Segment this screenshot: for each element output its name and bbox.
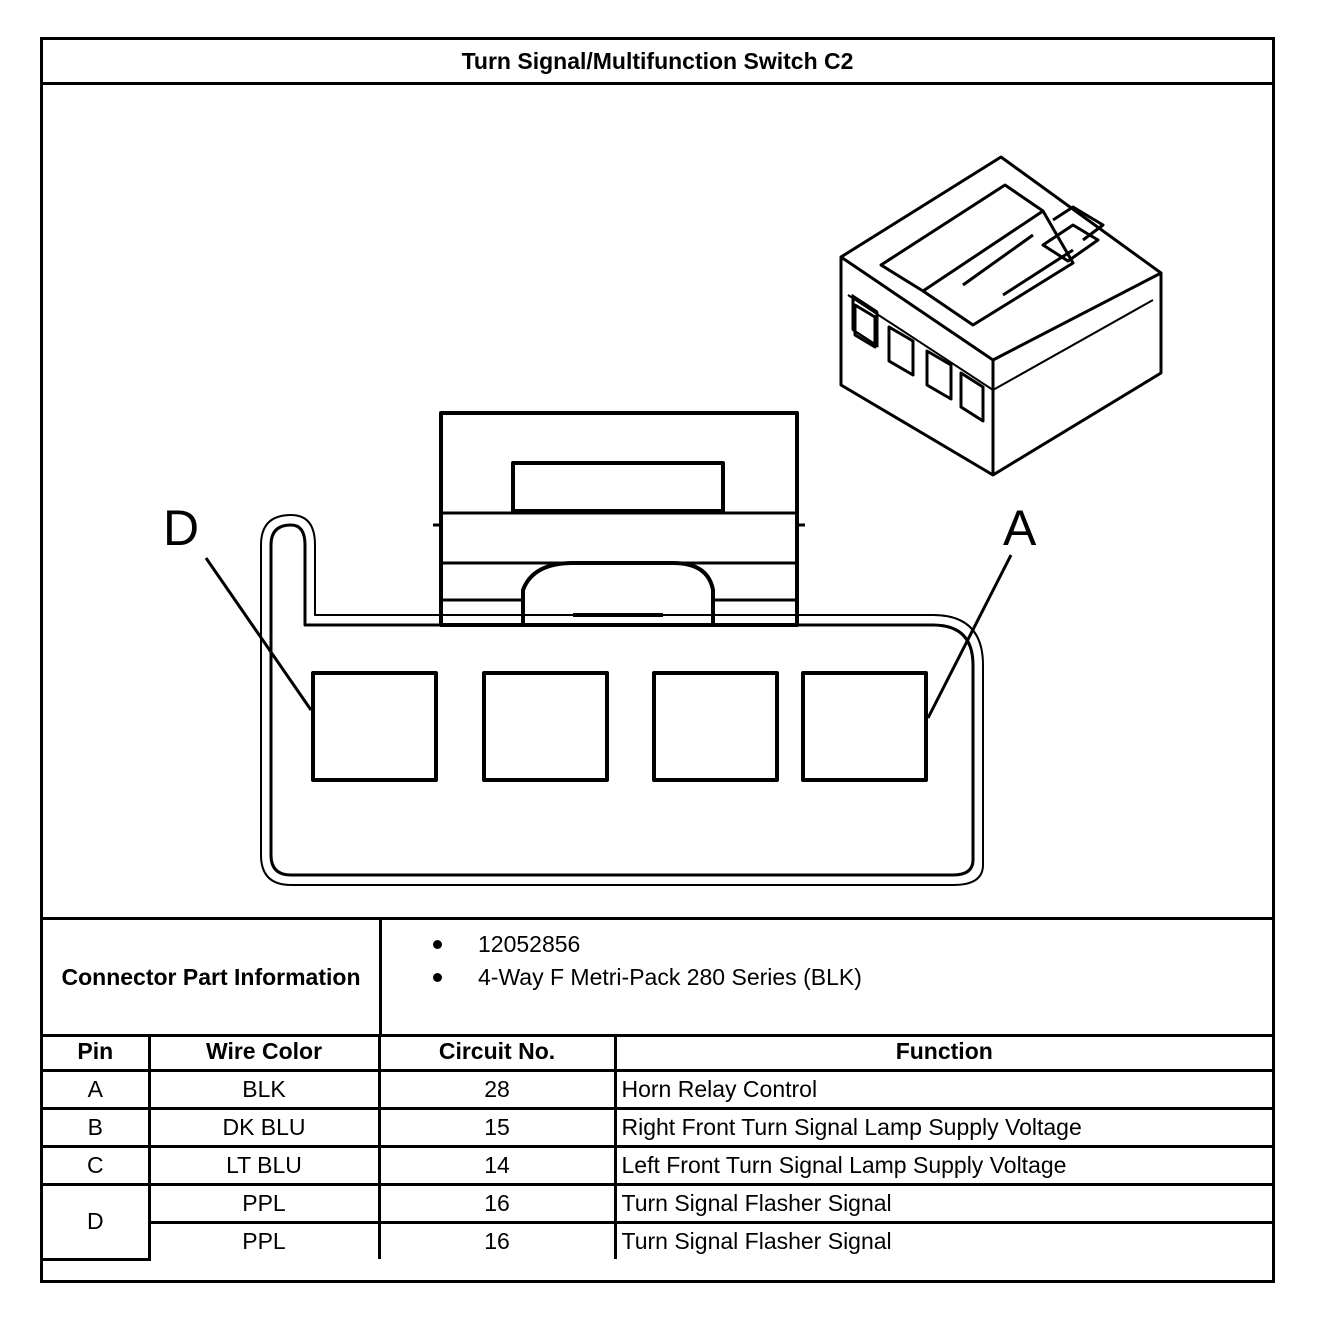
list-item: 12052856 — [433, 928, 862, 961]
header-function: Function — [613, 1034, 1272, 1072]
cell-pin: A — [43, 1069, 151, 1110]
connector-face-svg: D A — [163, 155, 1163, 886]
pin-table: Pin Wire Color Circuit No. Function A BL… — [43, 1034, 1272, 1261]
table-row: B DK BLU 15 Right Front Turn Signal Lamp… — [43, 1107, 1272, 1148]
cell-circuit-no: 14 — [377, 1145, 617, 1186]
table-row: PPL 16 Turn Signal Flasher Signal — [43, 1221, 1272, 1259]
pin-cavity-c — [482, 671, 609, 782]
cell-wire-color: PPL — [147, 1183, 381, 1224]
cell-pin: D — [43, 1183, 151, 1261]
bullet-icon — [433, 973, 442, 982]
connector-drawing: D A — [43, 85, 1272, 917]
table-header-row: Pin Wire Color Circuit No. Function — [43, 1034, 1272, 1072]
latch-housing — [439, 411, 799, 627]
cell-function: Horn Relay Control — [613, 1069, 1272, 1110]
connector-diagram-sheet: Turn Signal/Multifunction Switch C2 — [40, 37, 1275, 1283]
bullet-icon — [433, 940, 442, 949]
table-row: A BLK 28 Horn Relay Control — [43, 1069, 1272, 1110]
pin-label-d: D — [163, 500, 199, 556]
connector-isometric-view — [839, 155, 1163, 477]
leader-line-a — [926, 554, 1013, 719]
leader-line-d — [204, 557, 313, 711]
cell-circuit-no: 15 — [377, 1107, 617, 1148]
connector-part-information-label: Connector Part Information — [43, 920, 382, 1034]
connector-description: 4-Way F Metri-Pack 280 Series (BLK) — [478, 964, 862, 990]
cell-circuit-no: 16 — [377, 1183, 617, 1224]
cell-circuit-no: 28 — [377, 1069, 617, 1110]
table-row: D PPL 16 Turn Signal Flasher Signal — [43, 1183, 1272, 1261]
pin-cavity-a — [801, 671, 928, 782]
header-wire-color: Wire Color — [147, 1034, 381, 1072]
cell-function: Left Front Turn Signal Lamp Supply Volta… — [613, 1145, 1272, 1186]
table-row: C LT BLU 14 Left Front Turn Signal Lamp … — [43, 1145, 1272, 1186]
latch-tab — [521, 561, 715, 625]
header-pin: Pin — [43, 1034, 151, 1072]
cell-function: Turn Signal Flasher Signal — [613, 1221, 1272, 1259]
list-item: 4-Way F Metri-Pack 280 Series (BLK) — [433, 961, 862, 994]
cell-function: Right Front Turn Signal Lamp Supply Volt… — [613, 1107, 1272, 1148]
part-number: 12052856 — [478, 931, 581, 957]
cell-wire-color: BLK — [147, 1069, 381, 1110]
cell-circuit-no: 16 — [377, 1221, 617, 1259]
pin-label-a: A — [1003, 500, 1037, 556]
pin-cavity-b — [652, 671, 779, 782]
cell-pin: B — [43, 1107, 151, 1148]
connector-body-inner — [260, 514, 984, 886]
header-circuit-no: Circuit No. — [377, 1034, 617, 1072]
sheet-title: Turn Signal/Multifunction Switch C2 — [43, 40, 1272, 85]
cell-function: Turn Signal Flasher Signal — [613, 1183, 1272, 1224]
connector-body-outline — [269, 523, 975, 877]
cell-pin: C — [43, 1145, 151, 1186]
cell-wire-color: DK BLU — [147, 1107, 381, 1148]
cell-wire-color: LT BLU — [147, 1145, 381, 1186]
latch-window — [511, 461, 725, 513]
connector-part-information-row: Connector Part Information 12052856 4-Wa… — [43, 917, 1272, 1037]
cell-wire-color: PPL — [149, 1221, 381, 1259]
connector-part-information-list: 12052856 4-Way F Metri-Pack 280 Series (… — [433, 928, 862, 994]
pin-cavity-d — [311, 671, 438, 782]
